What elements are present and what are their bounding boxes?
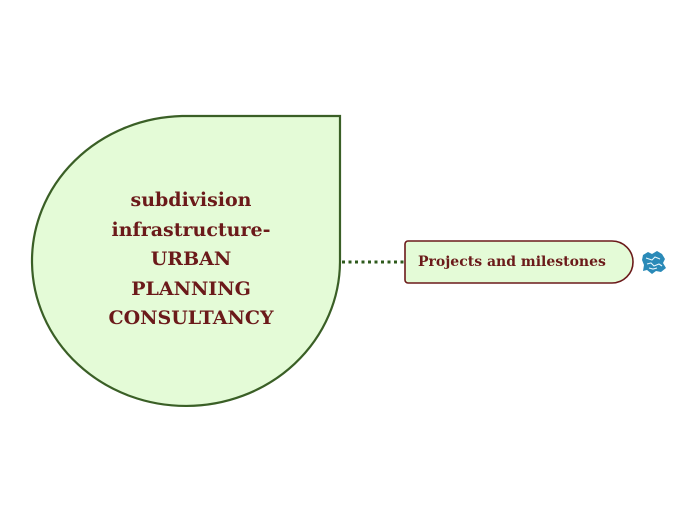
central-topic-line: subdivision bbox=[130, 189, 252, 211]
subtopic-node[interactable] bbox=[404, 240, 634, 284]
central-topic-line: infrastructure- bbox=[111, 218, 271, 241]
central-topic-node[interactable] bbox=[30, 114, 342, 408]
map-icon-shape bbox=[642, 251, 666, 274]
central-topic-line: URBAN bbox=[150, 248, 232, 270]
central-topic-line: PLANNING bbox=[131, 277, 251, 300]
map-icon-detail bbox=[645, 256, 663, 270]
subtopic-label: Projects and milestones bbox=[418, 254, 606, 270]
central-topic-label: subdivision infrastructure- URBAN PLANNI… bbox=[60, 186, 322, 334]
map-icon[interactable] bbox=[642, 251, 666, 274]
central-topic-line: CONSULTANCY bbox=[108, 307, 274, 329]
